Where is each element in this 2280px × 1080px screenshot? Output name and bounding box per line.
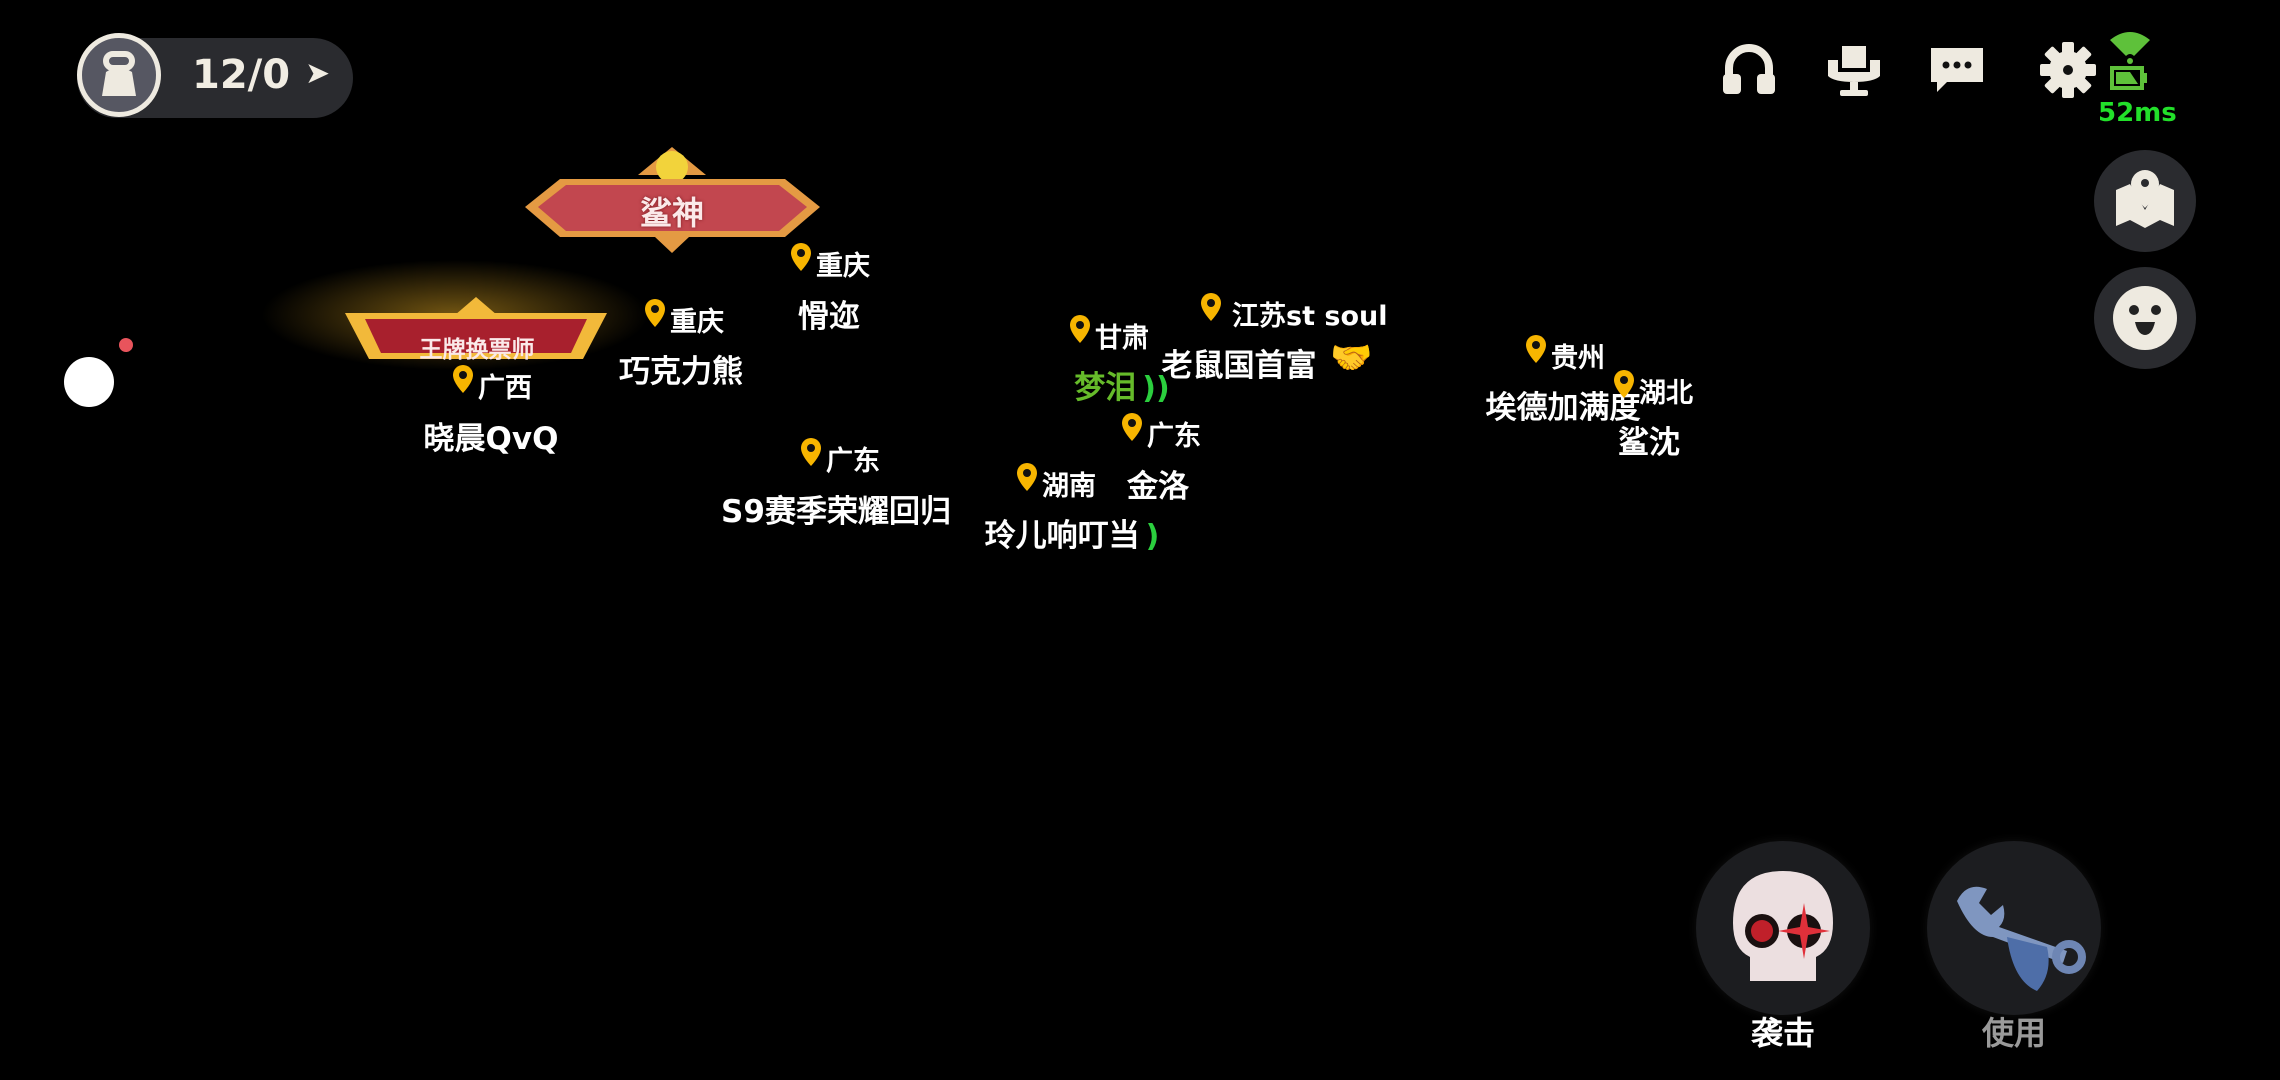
title-ace-text: 王牌换票师 <box>419 337 535 363</box>
player-avatar[interactable] <box>77 33 161 117</box>
network-battery-icon <box>2110 32 2150 90</box>
player-region: 湖北 <box>1639 378 1693 409</box>
location-pin-icon <box>790 242 812 272</box>
player-name: 老鼠国首富 <box>1161 348 1317 384</box>
location-pin-icon <box>1121 412 1143 442</box>
location-pin-icon <box>1200 292 1222 322</box>
player-name-text: 梦泪 <box>1074 370 1137 406</box>
headset-icon[interactable] <box>1719 40 1779 100</box>
settings-gear-icon[interactable] <box>2038 40 2098 100</box>
ping-text: 52ms <box>2098 98 2177 128</box>
use-label: 使用 <box>1981 1014 2047 1052</box>
voice-speaking-icon: )) <box>1142 371 1170 406</box>
score-text: 12/0 <box>192 52 291 98</box>
player-name: 晓晨QvQ <box>423 421 559 457</box>
attack-button[interactable] <box>1696 841 1870 1015</box>
kettlebell-icon <box>102 51 136 96</box>
smiley-icon <box>2113 286 2177 350</box>
voice-speaking-icon: ) <box>1145 519 1160 554</box>
player-region: 广东 <box>826 446 880 477</box>
player-name: 巧克力熊 <box>619 354 743 390</box>
skull-icon <box>1733 871 1833 981</box>
player-name: 梦泪)) <box>1074 362 1169 407</box>
attack-label: 袭击 <box>1750 1014 1816 1052</box>
seat-icon[interactable] <box>1824 40 1884 100</box>
player-name: 鲨沈 <box>1618 425 1680 461</box>
location-pin-icon <box>644 298 666 328</box>
joystick-indicator-dot <box>119 338 133 352</box>
handshake-icon: 🤝 <box>1330 338 1373 378</box>
location-pin-icon <box>1613 369 1635 399</box>
wrench-icon <box>1957 886 2086 991</box>
player-region: 江苏st soul <box>1232 301 1388 332</box>
emoji-button[interactable] <box>2094 267 2196 369</box>
title-badge-ace <box>345 297 607 359</box>
player-region: 甘肃 <box>1095 323 1149 354</box>
player-name: 玲儿响叮当) <box>985 510 1160 555</box>
map-button[interactable] <box>2094 150 2196 252</box>
location-pin-icon <box>1069 314 1091 344</box>
player-region: 贵州 <box>1551 343 1605 374</box>
player-region: 广东 <box>1147 421 1201 452</box>
map-pin-icon <box>2116 170 2174 228</box>
player-region: 湖南 <box>1042 471 1096 502</box>
player-region: 重庆 <box>670 307 724 338</box>
player-name: S9赛季荣耀回归 <box>721 494 951 530</box>
location-pin-icon <box>452 364 474 394</box>
title-badge-shark-god <box>525 147 820 253</box>
player-name: 埃德加满度 <box>1485 390 1641 426</box>
location-pin-icon <box>1525 334 1547 364</box>
location-pin-icon <box>800 437 822 467</box>
player-region: 广西 <box>478 373 532 404</box>
player-name: 金洛 <box>1127 469 1189 505</box>
location-pin-icon <box>1016 462 1038 492</box>
player-name-text: 玲儿响叮当 <box>984 518 1140 554</box>
title-shark-god-text: 鲨神 <box>639 194 705 232</box>
joystick-knob[interactable] <box>64 357 114 407</box>
player-name: 愲迩 <box>798 299 860 335</box>
player-region: 重庆 <box>816 251 870 282</box>
use-button[interactable] <box>1927 841 2101 1015</box>
chevron-right-icon[interactable]: ➤ <box>305 56 331 91</box>
chat-icon[interactable] <box>1927 40 1987 100</box>
